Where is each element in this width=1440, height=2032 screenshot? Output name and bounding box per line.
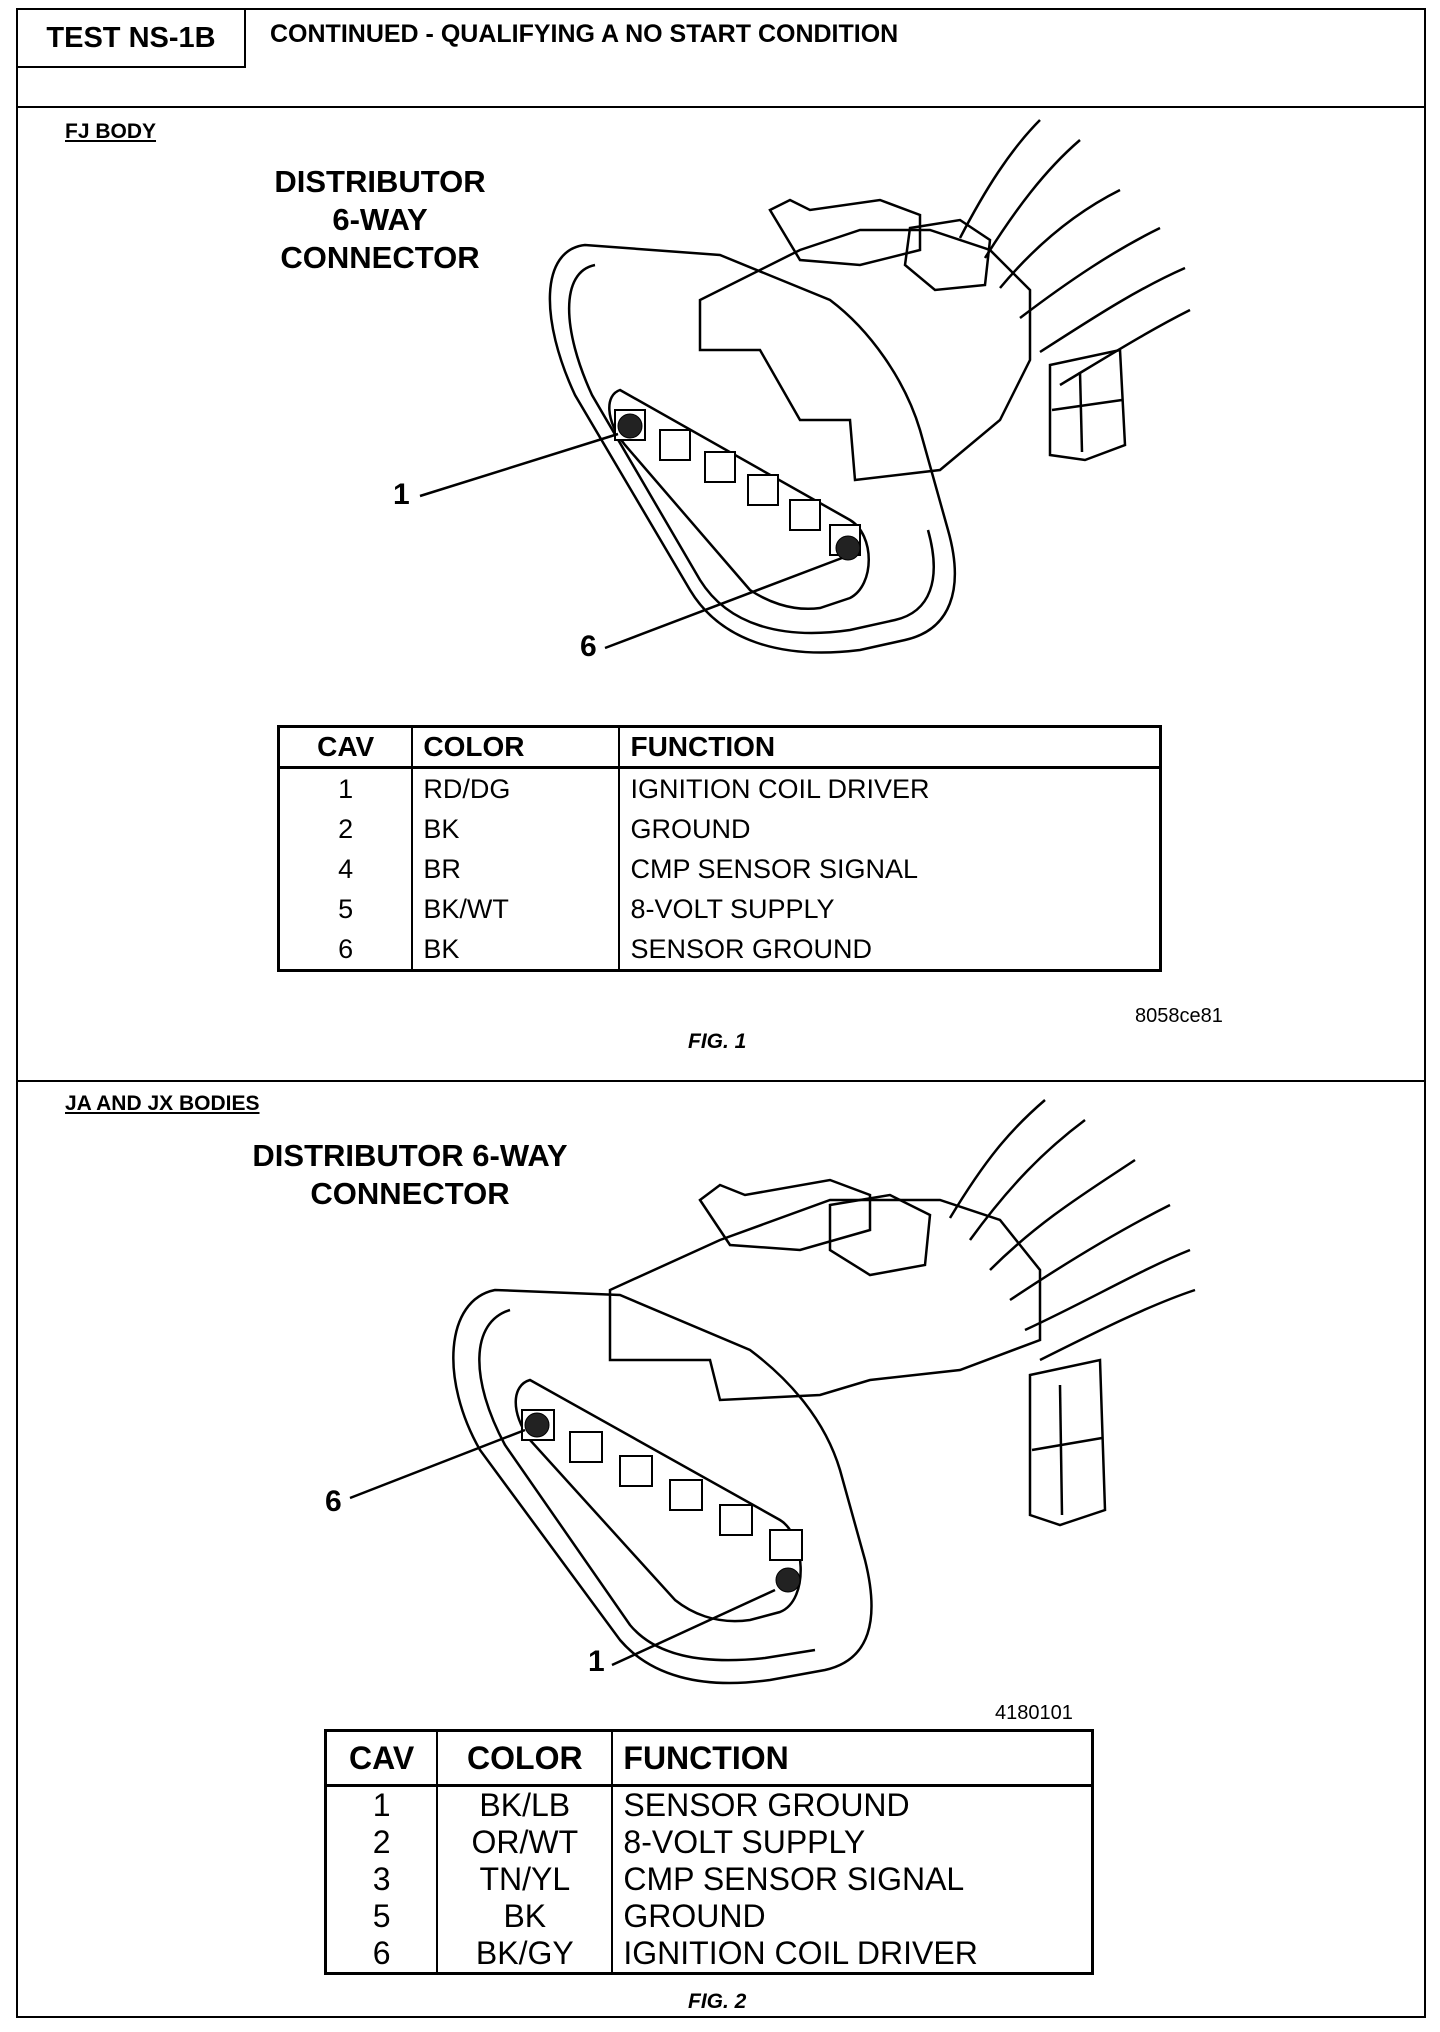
table-header-row: CAV COLOR FUNCTION (325, 1730, 1093, 1787)
fig1-lock-tab (903, 218, 992, 292)
fig1-image-code: 8058ce81 (1135, 1005, 1223, 1027)
fig2-callout-cav6: 6 (325, 1485, 342, 1518)
fig2-leaders (349, 1428, 776, 1667)
fig1-top-tab (768, 198, 922, 267)
fig1-inner-shell (567, 263, 935, 635)
color-cell: OR/WT (437, 1824, 614, 1861)
function-cell: IGNITION COIL DRIVER (623, 1935, 978, 1971)
cav-cell: 2 (325, 1824, 439, 1861)
fig1-caption: FIG. 1 (688, 1030, 747, 1053)
cav-cell: 1 (325, 1785, 439, 1824)
fig1-section-label: FJ BODY (65, 120, 157, 143)
table-header-row: CAV COLOR FUNCTION (278, 726, 1161, 769)
function-cell: 8-VOLT SUPPLY (623, 1824, 866, 1860)
fig2-outer-shell (452, 1288, 873, 1685)
col-function-header: FUNCTION (619, 726, 1161, 769)
section-divider (16, 1080, 1426, 1082)
color-cell: BK (437, 1898, 614, 1935)
col-cav-header: CAV (325, 1730, 439, 1787)
fig2-title-line2: CONNECTOR (310, 1176, 510, 1211)
function-cell: SENSOR GROUND (623, 1787, 910, 1823)
color-cell: BR (412, 849, 621, 889)
fig2-inner-shell (478, 1308, 816, 1662)
fig1-title-line3: CONNECTOR (280, 240, 480, 275)
fig2-caption: FIG. 2 (688, 1990, 747, 2013)
fig1-leaders (419, 432, 843, 650)
cav-cell: 2 (278, 809, 414, 849)
fig2-wires (948, 1099, 1196, 1362)
function-cell: GROUND (623, 1898, 766, 1934)
function-cell: IGNITION COIL DRIVER (630, 773, 930, 804)
color-cell: BK/LB (437, 1785, 614, 1824)
fig1-cavities (614, 409, 861, 556)
fig2-pins (524, 1412, 801, 1593)
color-cell: BK (412, 809, 621, 849)
test-id: TEST NS-1B (18, 10, 246, 68)
fig1-outer-shell (548, 243, 956, 654)
page-frame (16, 8, 1426, 2018)
fig2-title-line1: DISTRIBUTOR 6-WAY (252, 1138, 568, 1173)
fig2-connector-title: DISTRIBUTOR 6-WAY CONNECTOR (210, 1137, 610, 1213)
col-cav-header: CAV (278, 726, 414, 769)
color-cell: BK/GY (437, 1935, 614, 1974)
header-bar (16, 8, 1426, 108)
function-cell: SENSOR GROUND (630, 933, 873, 964)
function-cell: 8-VOLT SUPPLY (630, 893, 835, 924)
page-title: CONTINUED - QUALIFYING A NO START CONDIT… (270, 20, 899, 48)
fig1-face (608, 388, 870, 611)
fig2-cavities (521, 1409, 803, 1561)
col-color-header: COLOR (437, 1730, 614, 1787)
col-color-header: COLOR (412, 726, 621, 769)
fig2-latch (608, 1198, 1042, 1402)
fig2-side-clip (1028, 1358, 1107, 1527)
fig2-face (514, 1378, 802, 1623)
fig2-section-label: JA AND JX BODIES (65, 1092, 260, 1115)
cav-cell: 5 (278, 889, 414, 929)
fig1-connector-title: DISTRIBUTOR 6-WAY CONNECTOR (250, 163, 510, 277)
cav-cell: 1 (278, 767, 414, 809)
function-cell: CMP SENSOR SIGNAL (630, 853, 919, 884)
fig2-callout-cav1: 1 (588, 1645, 605, 1678)
fig2-image-code: 4180101 (995, 1702, 1073, 1724)
fig1-latch (698, 228, 1032, 482)
cav-cell: 5 (325, 1898, 439, 1935)
fig1-side-clip (1048, 348, 1127, 462)
cav-cell: 6 (325, 1935, 439, 1974)
fig1-connector-drawing (548, 119, 1191, 654)
function-cell: CMP SENSOR SIGNAL (623, 1861, 965, 1897)
fig1-wires (958, 119, 1191, 387)
fig1-title-line2: 6-WAY (332, 202, 428, 237)
color-cell: RD/DG (412, 767, 621, 809)
cav-cell: 4 (278, 849, 414, 889)
fig1-callout-cav6: 6 (580, 630, 597, 663)
fig1-title-line1: DISTRIBUTOR (274, 164, 486, 199)
color-cell: BK (412, 929, 621, 971)
col-function-header: FUNCTION (612, 1730, 1093, 1787)
fig2-lock-tab (828, 1193, 932, 1277)
fig1-callout-cav1: 1 (393, 478, 410, 511)
function-cell: GROUND (630, 813, 751, 844)
fig1-pins (617, 413, 861, 561)
cav-cell: 6 (278, 929, 414, 971)
cav-cell: 3 (325, 1861, 439, 1898)
color-cell: TN/YL (437, 1861, 614, 1898)
fig2-top-tab (698, 1178, 872, 1252)
color-cell: BK/WT (412, 889, 621, 929)
